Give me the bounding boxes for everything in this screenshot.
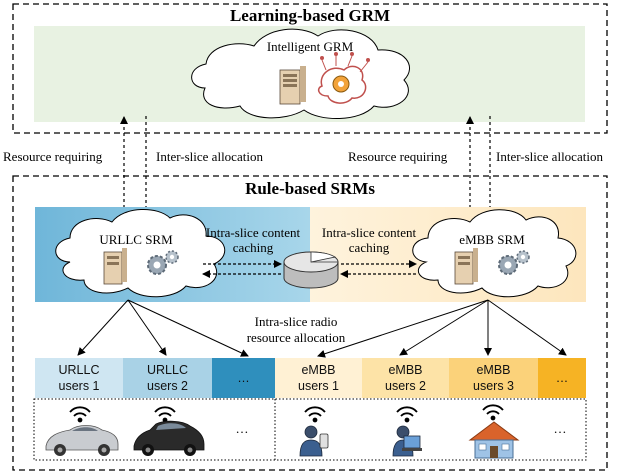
user-group-index: users 1	[298, 379, 339, 394]
left-resource-requiring-label: Resource requiring	[3, 149, 103, 164]
embb-srm-label: eMBB SRM	[459, 232, 525, 247]
user-group-name: URLLC	[58, 363, 100, 377]
user-group-label: eMBB users 3	[449, 362, 538, 395]
user-group-blocks	[35, 358, 586, 398]
user-group-block	[123, 358, 212, 398]
radio-allocation-line1: Intra-slice radio	[254, 314, 338, 329]
urllc-srm-cloud	[55, 208, 226, 298]
devices-ellipsis-left: …	[235, 421, 249, 436]
devices-ellipsis-right: …	[553, 421, 567, 436]
urllc-server-icon	[103, 248, 127, 285]
grm-frame	[12, 3, 608, 134]
user-group-block	[275, 358, 362, 398]
user-group-label: eMBB users 2	[362, 362, 449, 395]
user-group-block	[362, 358, 449, 398]
grm-title: Learning-based GRM	[229, 6, 391, 25]
user-group-index: users 2	[385, 379, 426, 394]
right-inter-slice-label: Inter-slice allocation	[496, 149, 603, 164]
caching-right-line2: caching	[348, 240, 390, 255]
person-laptop-icon	[392, 425, 422, 457]
embb-gear-icon	[498, 250, 530, 275]
intelligent-grm-label: Intelligent GRM	[266, 39, 354, 54]
srm-frame	[12, 175, 608, 471]
user-group-name: eMBB	[476, 363, 511, 377]
user-group-label: …	[212, 370, 275, 386]
user-group-block	[449, 358, 538, 398]
embb-srm-cloud	[412, 209, 577, 298]
embb-server-icon	[454, 248, 478, 285]
urllc-srm-label: URLLC SRM	[99, 232, 173, 247]
caching-left-line1: Intra-slice content	[205, 225, 301, 240]
user-group-label: URLLC users 1	[35, 362, 123, 395]
house-icon	[468, 421, 520, 459]
radio-allocation-arrows	[77, 299, 567, 358]
user-group-block	[212, 358, 275, 398]
ai-brain-gear-icon	[317, 52, 370, 104]
user-group-name: eMBB	[301, 363, 336, 377]
black-car-icon	[133, 420, 205, 456]
user-group-index: users 3	[473, 379, 514, 394]
user-group-block	[538, 358, 586, 398]
left-inter-slice-label: Inter-slice allocation	[156, 149, 263, 164]
srm-title: Rule-based SRMs	[245, 179, 375, 198]
user-group-index: users 1	[58, 379, 100, 394]
user-group-index: …	[237, 371, 250, 385]
grm-server-icon	[279, 66, 306, 105]
user-group-index: …	[555, 371, 569, 385]
right-resource-requiring-label: Resource requiring	[348, 149, 448, 164]
user-group-label: …	[538, 370, 586, 386]
caching-left-line2: caching	[232, 240, 274, 255]
devices-frame	[33, 398, 587, 461]
person-phone-icon	[299, 425, 329, 457]
urllc-gear-icon	[147, 250, 179, 275]
silver-car-icon	[45, 425, 119, 456]
user-group-name: URLLC	[147, 363, 188, 377]
user-group-name: eMBB	[388, 363, 423, 377]
content-cache-icon	[283, 251, 339, 289]
user-group-label: URLLC users 2	[123, 362, 212, 395]
user-group-index: users 2	[147, 379, 188, 394]
wifi-icon	[69, 404, 504, 423]
caching-right-line1: Intra-slice content	[321, 225, 417, 240]
user-group-block	[35, 358, 123, 398]
user-group-label: eMBB users 1	[275, 362, 362, 395]
radio-allocation-line2: resource allocation	[246, 330, 346, 345]
